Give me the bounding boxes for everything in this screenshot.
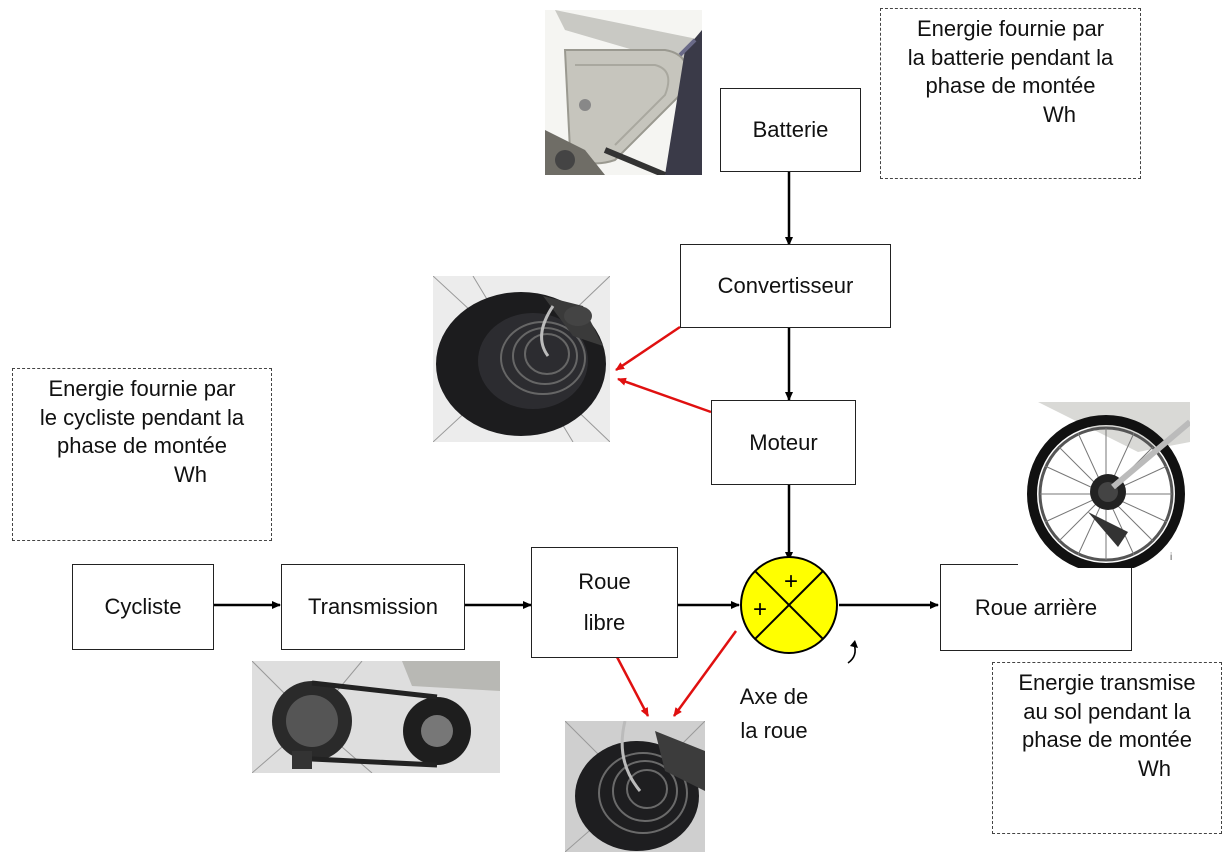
chain-transmission-photo [252, 661, 500, 773]
note-batterie-unit: Wh [1043, 101, 1076, 127]
block-batterie: Batterie [720, 88, 861, 172]
block-transmission: Transmission [281, 564, 465, 650]
rear-wheel-photo: i [1018, 402, 1190, 568]
note-sol-unit: Wh [1138, 755, 1171, 781]
block-moteur: Moteur [711, 400, 856, 485]
note-batterie-line-2: la batterie pendant la [907, 44, 1114, 70]
loss-arrow-convertisseur [615, 325, 681, 372]
axe-de-la-roue-label: Axe de la roue [739, 684, 809, 744]
note-cycliste-line-1: Energie fournie par [48, 376, 236, 401]
block-roue-arriere-label: Roue arrière [974, 594, 1098, 620]
block-convertisseur-label: Convertisseur [717, 273, 854, 299]
block-batterie-label: Batterie [752, 117, 829, 143]
note-energie-cycliste: Energie fournie par le cycliste pendant … [12, 368, 272, 541]
block-convertisseur: Convertisseur [680, 244, 891, 328]
block-roue-libre: Roue libre [531, 547, 678, 658]
note-sol-line-2: au sol pendant la [1023, 698, 1191, 724]
note-energie-sol: Energie transmise au sol pendant la phas… [992, 662, 1222, 834]
freewheel-photo [565, 721, 705, 852]
note-sol-line-1: Energie transmise [1018, 670, 1196, 695]
block-transmission-label: Transmission [308, 594, 438, 620]
block-roue-libre-label: Roue libre [578, 568, 631, 635]
block-roue-arriere: Roue arrière [940, 564, 1132, 651]
sum-plus-left: + [753, 596, 767, 623]
block-cycliste-label: Cycliste [104, 594, 182, 620]
block-moteur-label: Moteur [749, 429, 818, 455]
sum-plus-top: + [784, 568, 798, 595]
summation-node: + + [740, 556, 838, 654]
note-sol-line-3: phase de montée [1021, 727, 1193, 753]
battery-photo [545, 10, 702, 175]
note-batterie-line-3: phase de montée [925, 73, 1096, 99]
note-batterie-line-1: Energie fournie par [916, 16, 1105, 41]
note-energie-batterie: Energie fournie par la batterie pendant … [880, 8, 1141, 179]
loss-arrow-moteur [617, 377, 712, 414]
loss-arrow-sum [672, 630, 738, 717]
hub-motor-photo [433, 276, 610, 442]
loss-arrow-rouelibre [615, 656, 650, 717]
note-cycliste-line-2: le cycliste pendant la [39, 404, 245, 430]
note-cycliste-unit: Wh [174, 461, 207, 487]
note-cycliste-line-3: phase de montée [56, 433, 228, 459]
svg-text:i: i [1170, 552, 1172, 563]
block-cycliste: Cycliste [72, 564, 214, 650]
